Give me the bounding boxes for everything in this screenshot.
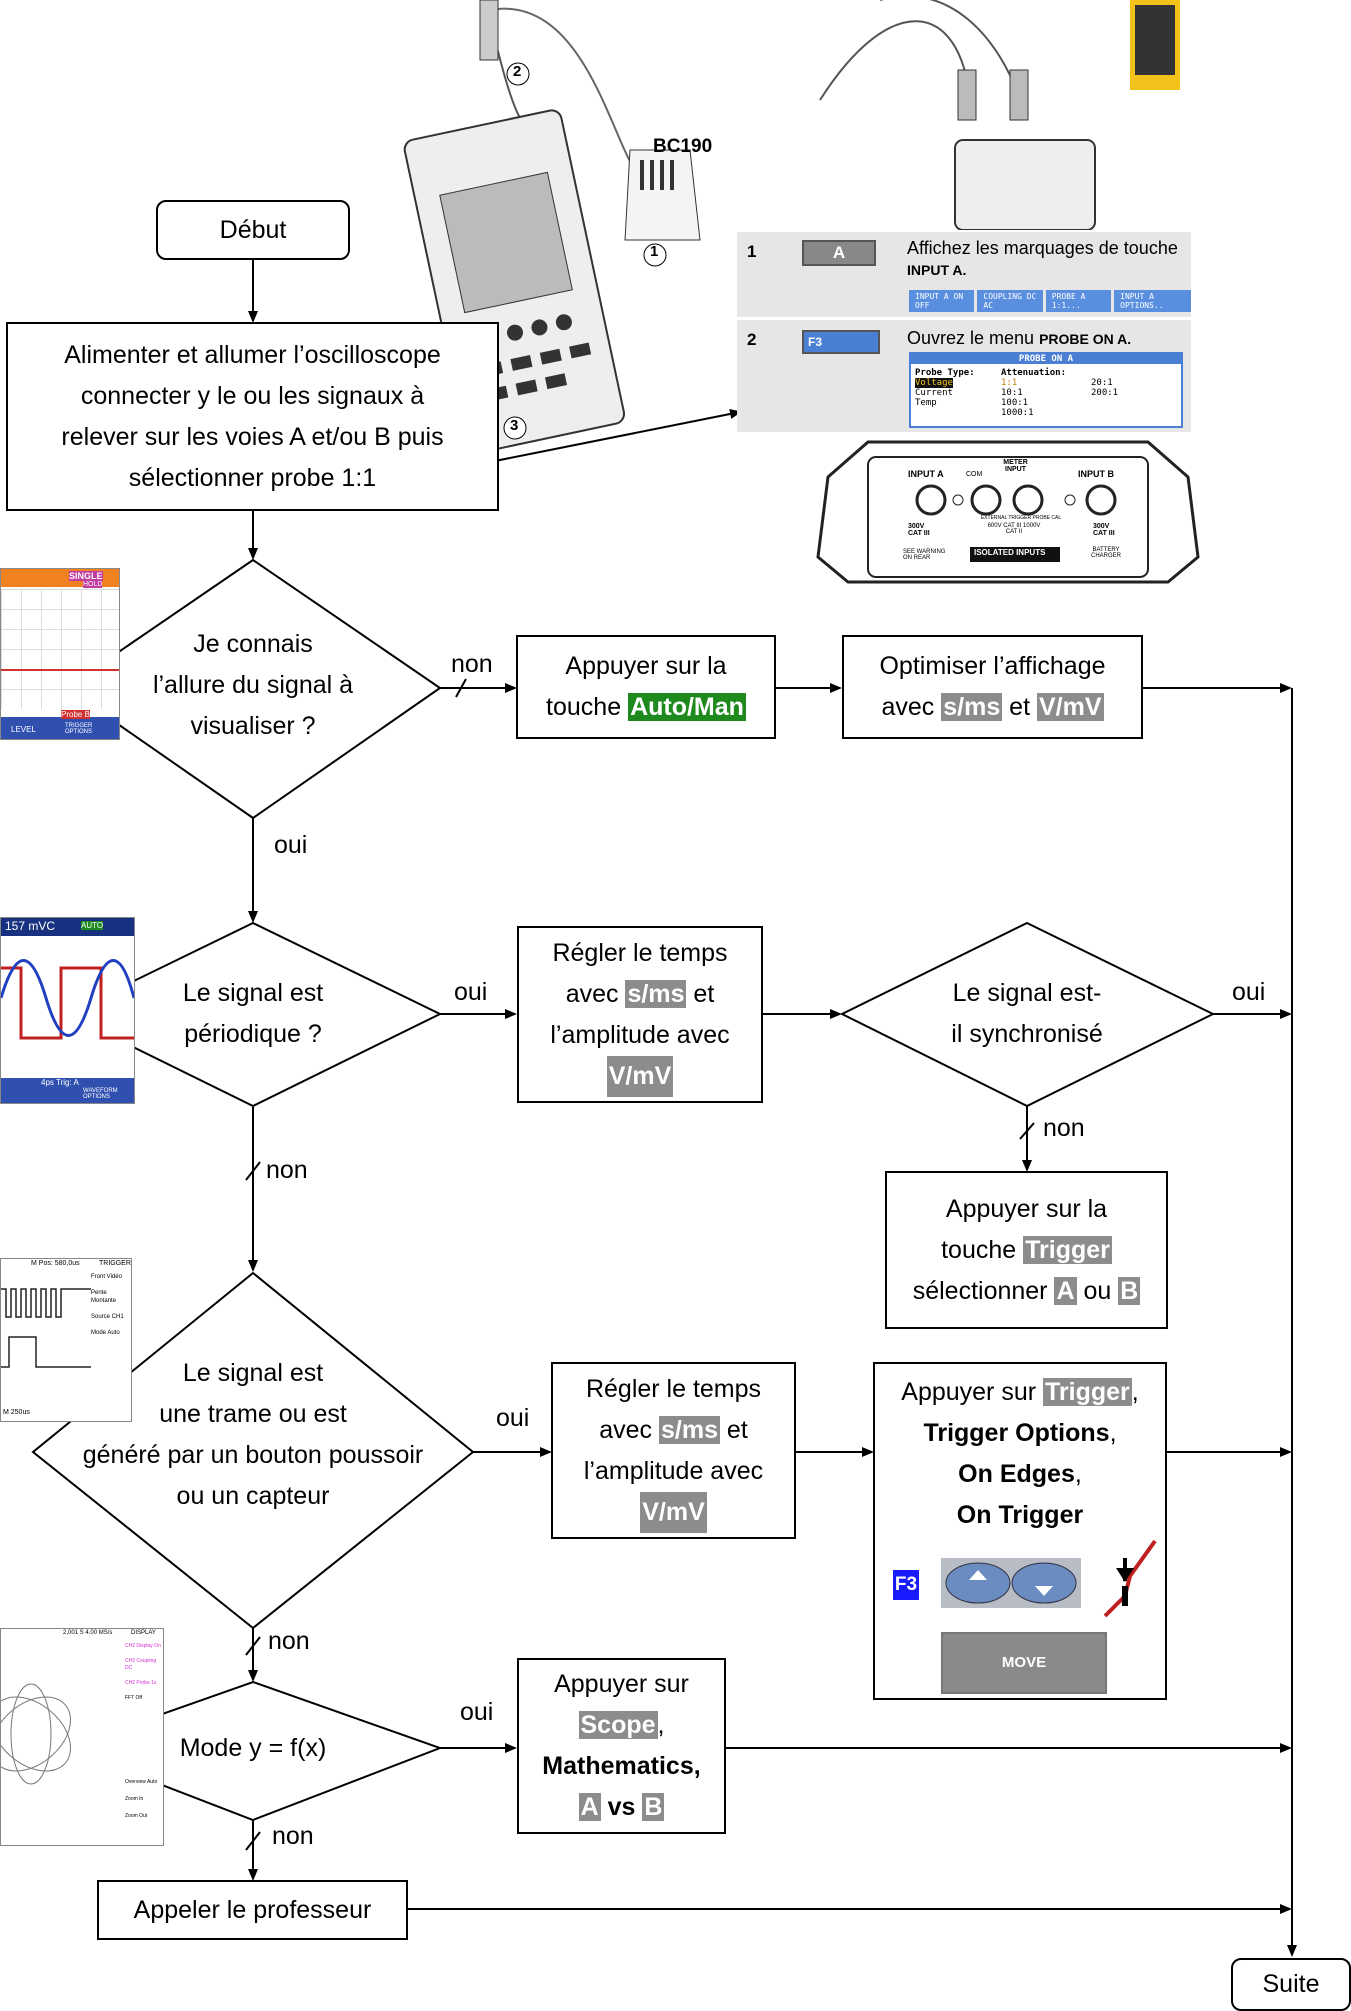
scope-key: Scope xyxy=(578,1711,658,1739)
move-button: MOVE xyxy=(941,1632,1107,1694)
call-teacher-box: Appeler le professeur xyxy=(97,1880,408,1940)
scope-screenshot-2: 157 mVC AUTO 4ps Trig: A WAVEFORM OPTION… xyxy=(0,917,135,1104)
v-mv-key-1: V/mV xyxy=(606,1055,674,1097)
v-mv-key-2: V/mV xyxy=(640,1491,707,1533)
input-b-label: INPUT B xyxy=(1078,469,1114,479)
callout-2: 2 xyxy=(513,63,522,80)
cat-meter-label: 600V CAT III 1000V CAT II xyxy=(987,523,1041,535)
isolated-label: ISOLATED INPUTS xyxy=(974,548,1046,557)
scope-math-box: Appuyer sur Scope, Mathematics, A vs B xyxy=(517,1658,726,1834)
decision-q3-shape xyxy=(839,921,1216,1108)
scope-screenshot-1: SINGLE HOLD LEVEL Probe B TRIGGER OPTION… xyxy=(0,568,120,740)
scope-screenshot-4: 2,001 S 4.00 MS/s DISPLAY CH2 Display On… xyxy=(0,1628,164,1846)
manual-panel-step1: 1 A Affichez les marquages de touche INP… xyxy=(737,232,1191,317)
s-ms-key-2: s/ms xyxy=(658,1415,720,1444)
decision-q3: Le signal est-il synchronisé xyxy=(951,979,1103,1048)
decision-q1-shape xyxy=(64,558,442,820)
a-key: A xyxy=(1054,1276,1077,1305)
q2-oui-label: oui xyxy=(454,978,488,1006)
meter-input-label: METER INPUT xyxy=(1003,459,1028,473)
cat-b-label: 300V CAT III xyxy=(1093,523,1115,537)
battery-label: BATTERY CHARGER xyxy=(1090,547,1121,559)
warning-label: SEE WARNING ON REAR xyxy=(903,549,946,561)
scope-screenshot-3: M Pos: 580,0us TRIGGER Front Vidéo Pente… xyxy=(0,1258,132,1422)
set-time-box-2: Régler le temps avec s/ms et l’amplitude… xyxy=(551,1362,796,1539)
next-box[interactable]: Suite xyxy=(1231,1958,1351,2011)
trigger-key: Trigger xyxy=(1023,1235,1112,1264)
b-key-2: B xyxy=(642,1793,665,1821)
q1-oui-label: oui xyxy=(274,831,308,859)
s-ms-key-1: s/ms xyxy=(625,979,687,1008)
cat-a-label: 300V CAT III xyxy=(908,523,930,537)
s-ms-key: s/ms xyxy=(941,693,1003,721)
q1-non-label: non xyxy=(451,650,493,678)
input-a-key: A xyxy=(802,240,876,266)
inputs-panel-illustration: INPUT A COM METER INPUT INPUT B 300V CAT… xyxy=(808,437,1208,587)
v-mv-key: V/mV xyxy=(1036,693,1104,721)
auto-man-key: Auto/Man xyxy=(628,693,746,721)
trigger-edge-icon xyxy=(1103,1539,1157,1618)
probe-connection-illustration xyxy=(810,0,1180,230)
q4-oui-label: oui xyxy=(496,1404,530,1432)
q5-oui-label: oui xyxy=(460,1698,494,1726)
q2-non-label: non xyxy=(266,1156,308,1184)
optimize-box: Optimiser l’affichage avec s/ms et V/mV xyxy=(842,635,1143,739)
arrow-buttons xyxy=(941,1558,1081,1608)
b-key: B xyxy=(1118,1276,1141,1305)
probe-menu: PROBE ON A Probe Type: Voltage Current T… xyxy=(909,352,1183,428)
trigger-options-box: Appuyer sur Trigger, Trigger Options, On… xyxy=(873,1362,1167,1700)
q4-non-label: non xyxy=(268,1627,310,1655)
charger-label: BC190 xyxy=(653,136,713,157)
step1-number: 1 xyxy=(747,242,757,261)
step2-number: 2 xyxy=(747,330,757,349)
a-key-2: A xyxy=(578,1793,601,1821)
decision-q5: Mode y = f(x) xyxy=(179,1733,327,1762)
set-time-box-1: Régler le temps avec s/ms et l’amplitude… xyxy=(517,926,763,1103)
com-label: COM xyxy=(966,471,983,478)
q3-non-label: non xyxy=(1043,1114,1085,1142)
input-a-label: INPUT A xyxy=(908,469,944,479)
f3-key: F3 xyxy=(802,330,880,354)
step1-text: Affichez les marquages de touche INPUT A… xyxy=(907,238,1178,278)
step2-text: Ouvrez le menu PROBE ON A. xyxy=(907,328,1132,348)
auto-man-box: Appuyer sur la touche Auto/Man xyxy=(516,635,776,739)
start-box: Début xyxy=(156,200,350,260)
callout-1: 1 xyxy=(650,243,659,260)
callout-3: 3 xyxy=(510,417,519,434)
f3-button: F3 xyxy=(893,1570,919,1600)
trigger-key-2: Trigger xyxy=(1043,1378,1132,1406)
manual-panel-step2: 2 F3 Ouvrez le menu PROBE ON A. PROBE ON… xyxy=(737,320,1191,432)
q5-non-label: non xyxy=(272,1822,314,1850)
q3-oui-label: oui xyxy=(1232,978,1266,1006)
trigger-box: Appuyer sur la touche Trigger sélectionn… xyxy=(885,1171,1168,1329)
ext-trigger-label: EXTERNAL TRIGGER PROBE CAL xyxy=(980,515,1062,521)
